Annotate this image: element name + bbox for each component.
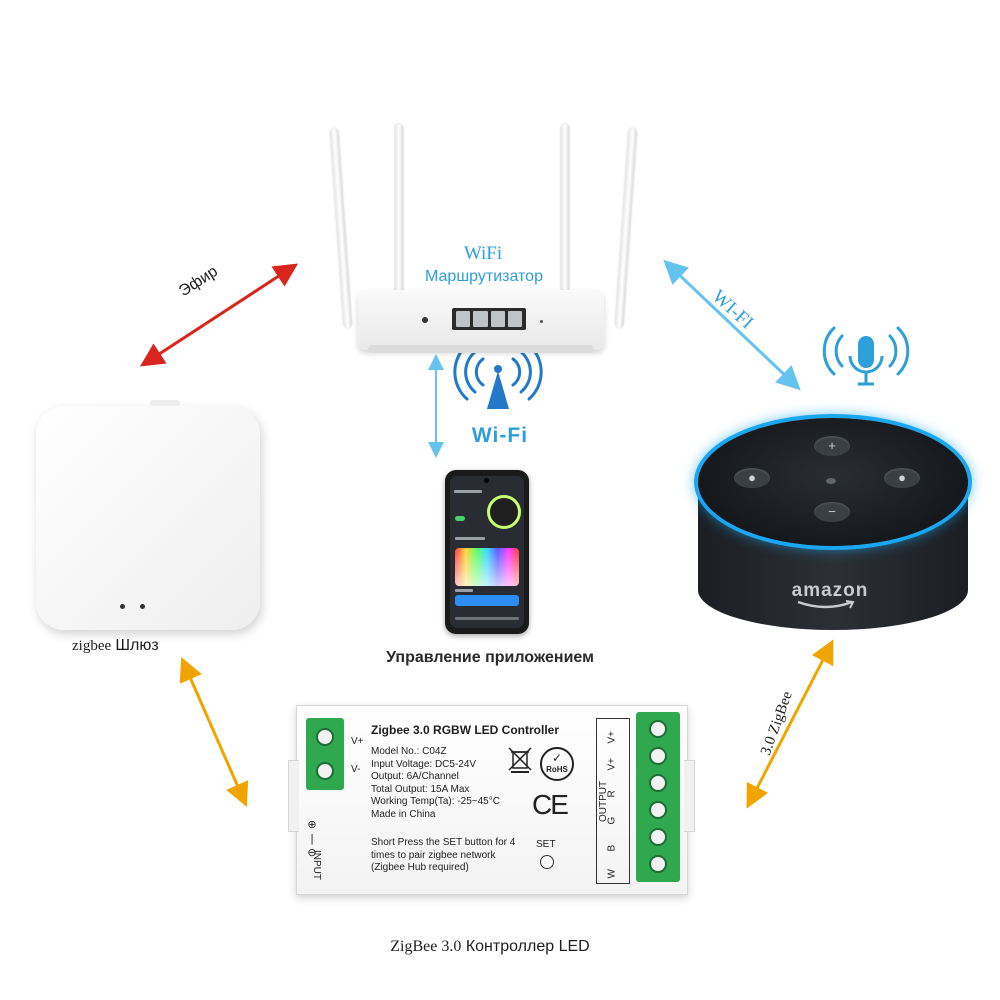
- controller-pair-instructions: Short Press the SET button for 4 times t…: [371, 837, 515, 875]
- spec-line: Made in China: [371, 808, 436, 820]
- zigbee-right-arrow: [746, 639, 834, 809]
- action-button-icon: ●: [884, 468, 920, 488]
- gateway-top-tab: [150, 400, 180, 406]
- pin-label: R: [606, 790, 618, 798]
- zigbee-left-arrow: [179, 657, 249, 807]
- router-label-wifi: WiFi: [463, 243, 503, 264]
- spec-line: Working Temp(Ta): -25~45°C: [371, 796, 500, 807]
- gateway-label: zigbee Шлюз: [72, 637, 159, 655]
- set-label: SET: [536, 839, 556, 850]
- spec-line: Total Output: 15A Max: [371, 783, 470, 795]
- pin-label: V+: [606, 757, 618, 771]
- amazon-logo: amazon: [791, 580, 869, 601]
- volume-down-button-icon: −: [814, 502, 850, 522]
- ethernet-ports: [452, 308, 526, 330]
- controller-specs: Model No.: C04Z Input Voltage: DC5-24V O…: [371, 746, 500, 821]
- phone-camera: [484, 478, 489, 483]
- gateway-name: Шлюз: [115, 637, 159, 654]
- output-pin-label-list: V+ V+ R G B W: [607, 722, 628, 884]
- phone-caption: Управление приложением: [386, 649, 594, 666]
- pair-line: times to pair zigbee network: [371, 849, 496, 861]
- antenna-mast-icon: [487, 371, 509, 409]
- pair-line: Short Press the SET button for 4: [371, 837, 516, 848]
- set-button[interactable]: [540, 855, 554, 869]
- ce-mark: CE: [532, 789, 569, 820]
- controller-mount-right: [684, 760, 695, 832]
- pin-label: G: [606, 816, 618, 825]
- router-antenna: [561, 124, 569, 300]
- pin-label: W: [606, 869, 618, 879]
- microphone-icon: [822, 326, 910, 386]
- router-antenna: [395, 124, 403, 300]
- app-brightness-label: [455, 589, 473, 592]
- zigbee-gateway: [36, 406, 260, 630]
- pin-label: V+: [606, 730, 618, 744]
- input-terminal: [306, 718, 344, 790]
- gateway-brand: zigbee: [72, 638, 112, 654]
- output-terminal: [636, 712, 680, 882]
- spec-line: Input Voltage: DC5-24V: [371, 758, 477, 770]
- wifi-right-arrow: [663, 259, 801, 391]
- app-brightness-ring: [487, 495, 521, 529]
- wifi-link-label: Wi-Fi: [471, 424, 529, 447]
- controller-caption: ZigBee 3.0 Контроллер LED: [300, 938, 680, 956]
- ether-arrow: [139, 263, 299, 367]
- volume-up-button-icon: +: [814, 436, 850, 456]
- echo-center-light: [826, 478, 836, 484]
- amazon-smile-icon: [797, 600, 855, 609]
- app-footer: [455, 617, 519, 620]
- pair-line: (Zigbee Hub required): [371, 862, 469, 873]
- output-pin-labels: [596, 718, 630, 884]
- vplus-label: V+: [351, 736, 364, 747]
- pin-label: B: [606, 844, 618, 852]
- router-reset-button: [422, 317, 428, 323]
- spec-line: Output: 6A/Channel: [371, 771, 459, 782]
- app-switch: [455, 516, 465, 521]
- gateway-led: [140, 604, 145, 609]
- router-label-name: Маршрутизатор: [425, 268, 543, 285]
- app-tabs: [455, 537, 485, 540]
- router-foot: [368, 345, 594, 353]
- gateway-led: [120, 604, 125, 609]
- vminus-label: V-: [351, 764, 361, 775]
- rohs-text: RoHS: [546, 765, 568, 774]
- app-header: [454, 490, 482, 493]
- mic-off-button-icon: ●: [734, 468, 770, 488]
- spec-line: Model No.: C04Z: [371, 746, 447, 757]
- input-label: INPUT: [311, 850, 322, 880]
- weee-bin-icon: [508, 747, 532, 773]
- controller-mount-left: [288, 760, 299, 832]
- router-led: [540, 320, 543, 323]
- rohs-badge: ✓ RoHS: [540, 747, 574, 781]
- controller-caption-model: ZigBee 3.0: [390, 938, 462, 955]
- app-brightness-slider: [455, 595, 519, 606]
- polarity-icon: ⊕|⊖: [307, 819, 317, 859]
- controller-caption-name: Контроллер LED: [465, 938, 590, 955]
- controller-title: Zigbee 3.0 RGBW LED Controller: [371, 723, 560, 737]
